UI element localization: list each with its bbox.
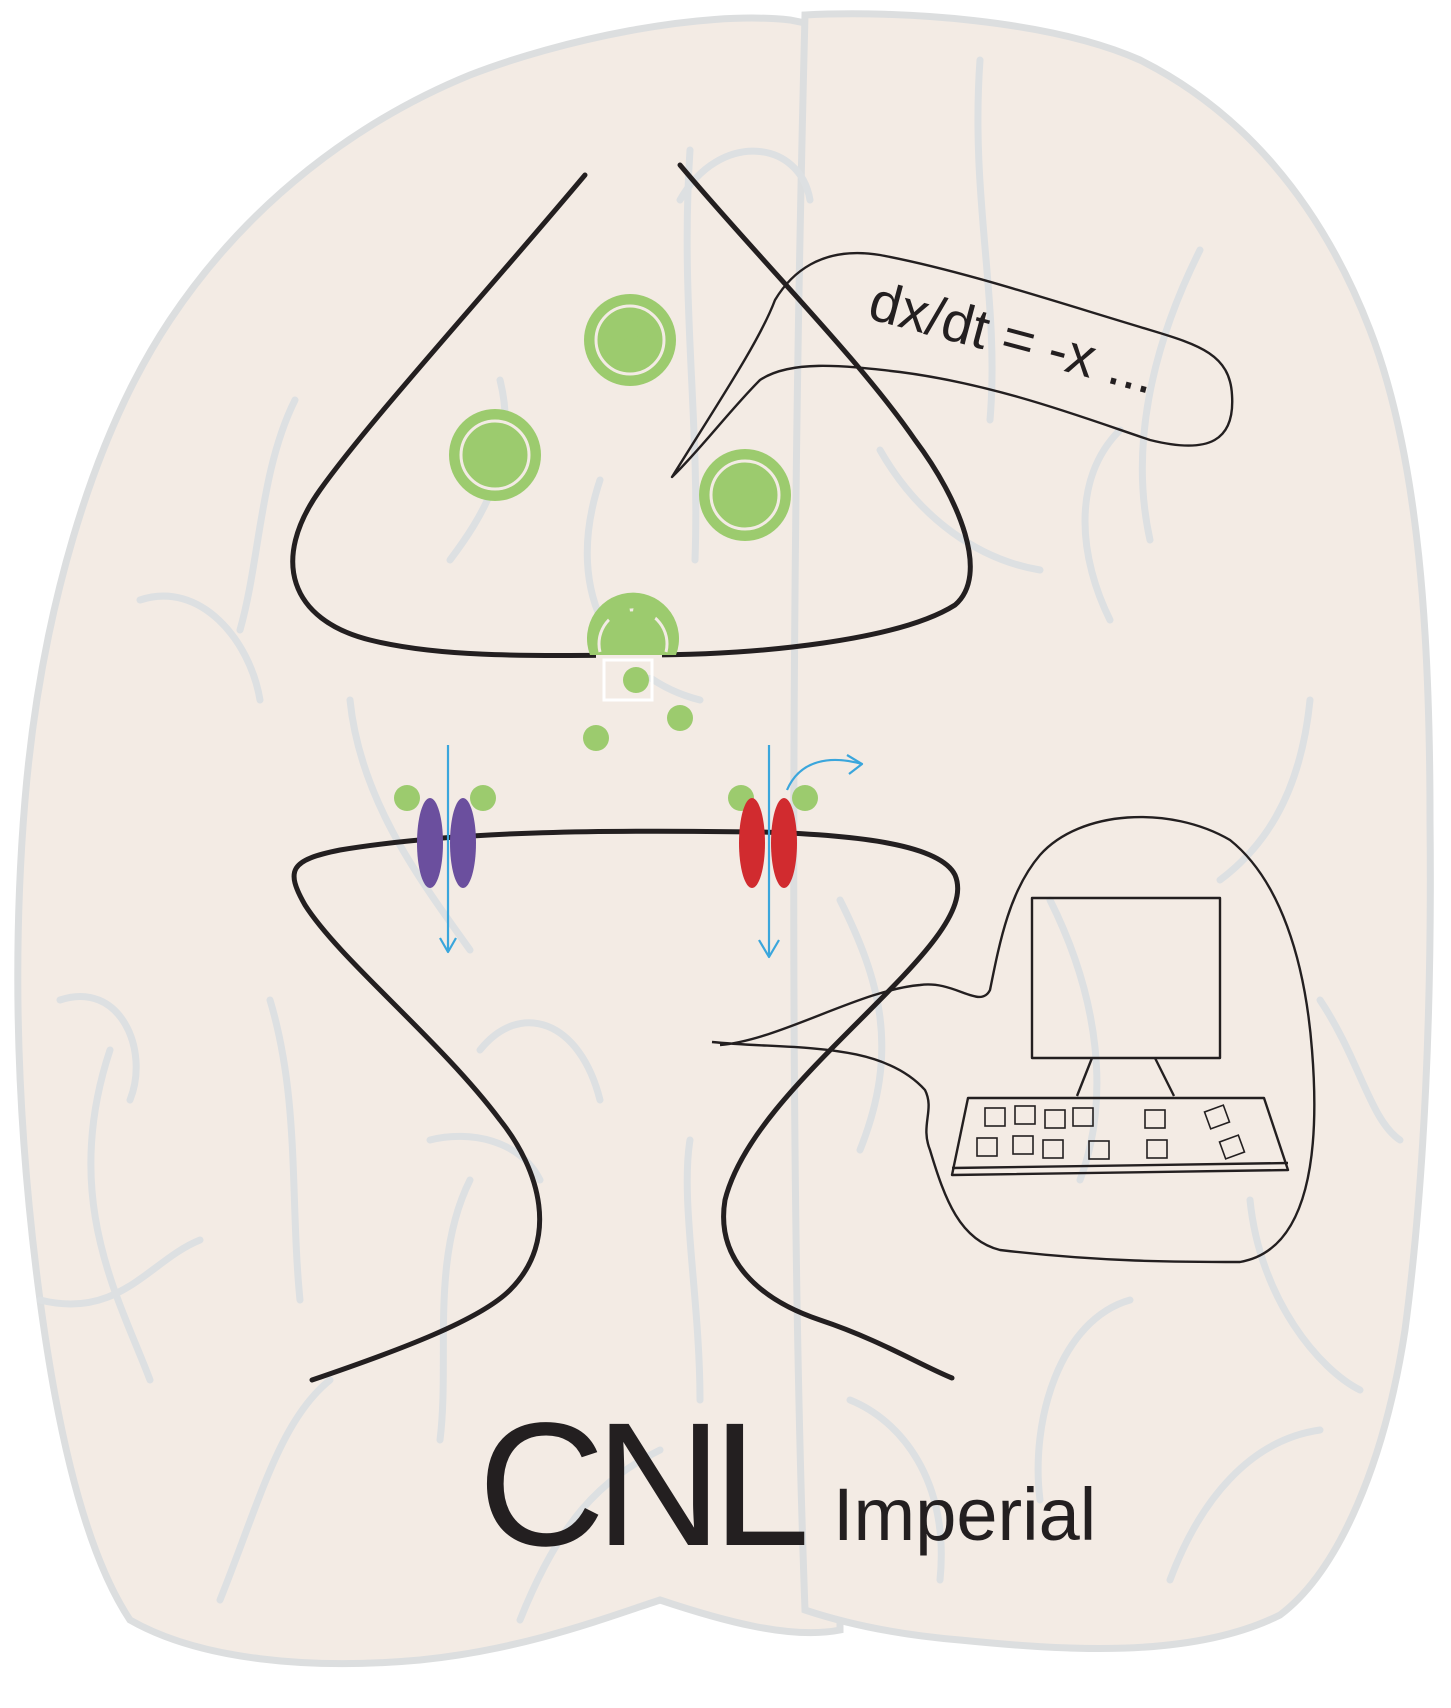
computer-icon <box>711 815 1316 1264</box>
synaptic-vesicle-icon <box>699 449 791 541</box>
postsynaptic-membrane <box>291 828 961 1383</box>
synaptic-vesicle-icon <box>586 592 679 655</box>
synaptic-vesicle-icon <box>449 409 541 501</box>
neurotransmitter <box>583 725 609 751</box>
right-hemisphere <box>790 10 1434 1653</box>
logo-sub: Imperial <box>833 1473 1096 1556</box>
neurotransmitter <box>667 705 693 731</box>
cnl-imperial-logo: CNL Imperial <box>478 1387 1096 1583</box>
synaptic-vesicle-icon <box>584 294 676 386</box>
receptor-icon <box>728 745 864 959</box>
receptor-icon <box>394 745 496 954</box>
neurotransmitter <box>623 667 649 693</box>
fusion-pore <box>602 658 654 702</box>
logo-main: CNL <box>478 1387 805 1583</box>
